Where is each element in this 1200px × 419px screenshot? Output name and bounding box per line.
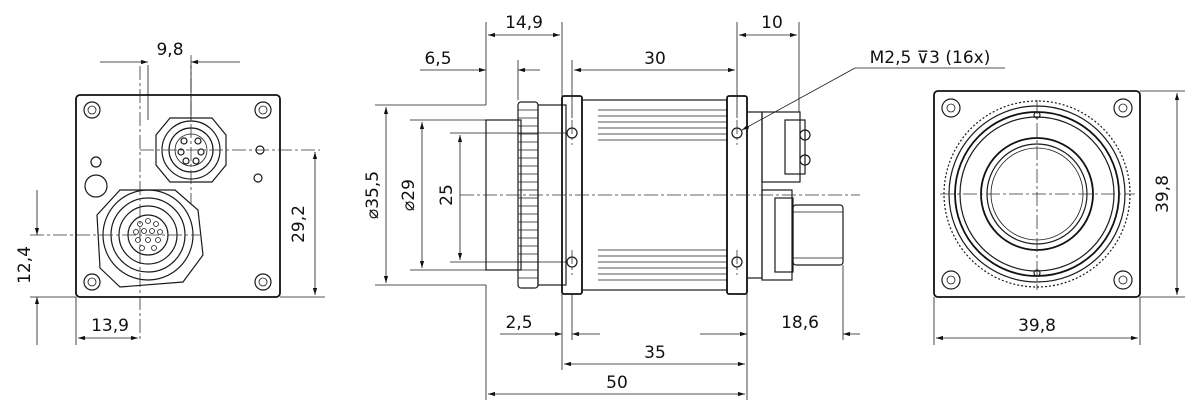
- dim-right-w: 39,8: [1018, 316, 1056, 336]
- back-plate: [75, 94, 281, 298]
- dim-mid-h: 25: [437, 184, 457, 206]
- dim-mid-top-d: 10: [761, 13, 783, 33]
- dim-mid-bot-a: 2,5: [505, 313, 532, 333]
- dim-mid-bot-b: 18,6: [781, 313, 819, 333]
- dim-mid-top-a: 14,9: [505, 13, 543, 33]
- front-screws: [941, 98, 1133, 290]
- front-plate: [933, 90, 1141, 298]
- dim-mid-top-c: 30: [644, 49, 666, 69]
- dim-left-top: 9,8: [156, 40, 183, 60]
- dim-mid-d1: ⌀35,5: [363, 171, 383, 219]
- dim-mid-thread: M2,5 ⊽3 (16x): [870, 48, 991, 68]
- dim-mid-bot-d: 50: [606, 373, 628, 393]
- large-connector: [96, 189, 204, 288]
- dim-left-bottom: 13,9: [91, 316, 129, 336]
- dim-mid-top-b: 6,5: [424, 49, 451, 69]
- dim-left-right: 29,2: [289, 205, 309, 243]
- corner-screws: [83, 101, 272, 291]
- right-view: 39,8 39,8: [933, 90, 1185, 345]
- rear-connectors: [761, 111, 844, 281]
- dim-right-h: 39,8: [1153, 175, 1173, 213]
- dim-left-left: 12,4: [15, 246, 35, 284]
- middle-view: 14,9 6,5 30 10 M2,5 ⊽3 (16x) ⌀35,5 ⌀29 2…: [363, 13, 1005, 400]
- dim-mid-d2: ⌀29: [399, 179, 419, 211]
- left-view: 9,8 29,2 12,4 13,9: [15, 40, 325, 345]
- dim-mid-bot-c: 35: [644, 343, 666, 363]
